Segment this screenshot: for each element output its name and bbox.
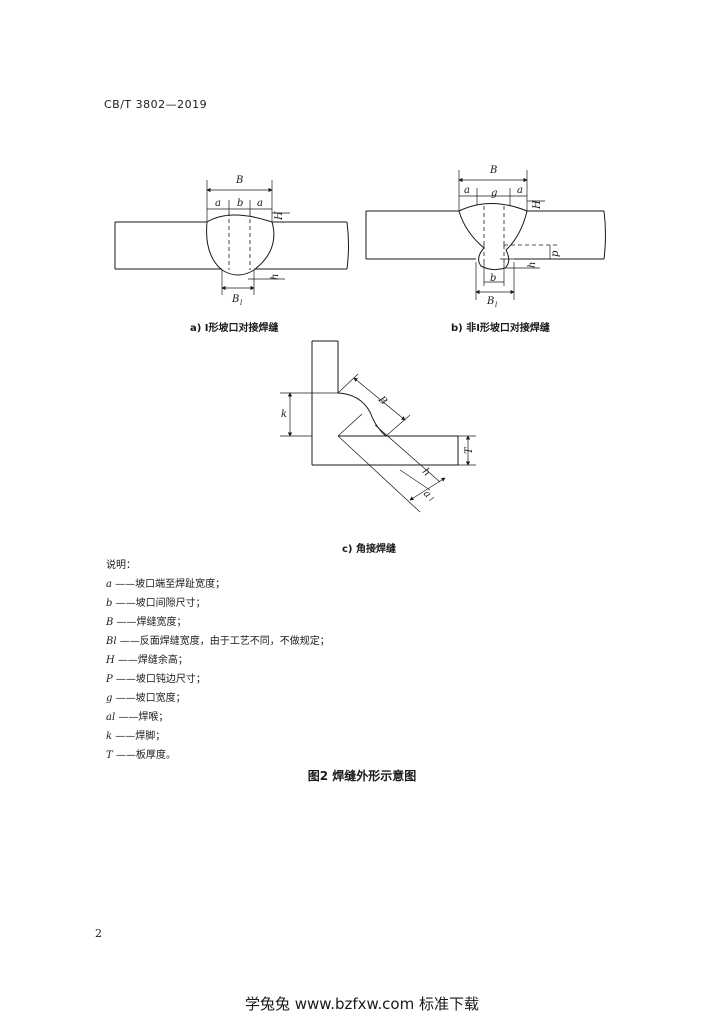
diagram-b-non-i-groove-butt-weld: B a g a b B l H p h xyxy=(365,165,606,309)
svg-text:a: a xyxy=(464,185,470,196)
label-T: T xyxy=(464,446,475,454)
label-B-b: B xyxy=(489,165,497,176)
legend-item: al ——焊喉； xyxy=(106,712,169,723)
legend-item: b ——坡口间隙尺寸； xyxy=(106,598,206,609)
caption-a: a) I形坡口对接焊缝 xyxy=(190,323,279,334)
watermark: 学兔兔 www.bzfxw.com 标准下载 xyxy=(245,995,479,1013)
svg-text:a: a xyxy=(517,185,523,196)
svg-text:a: a xyxy=(215,198,221,209)
document-header: CB/T 3802—2019 xyxy=(104,98,208,111)
legend: 说明： a ——坡口端至焊趾宽度； b ——坡口间隙尺寸； B ——焊缝宽度； … xyxy=(106,556,330,765)
legend-item: g ——坡口宽度； xyxy=(106,693,186,704)
label-k: k xyxy=(281,409,287,420)
legend-title: 说明： xyxy=(106,560,136,571)
weld-bead-outline xyxy=(458,203,528,271)
svg-text:l: l xyxy=(240,299,242,307)
label-h-c: h xyxy=(420,466,432,478)
page-number: 2 xyxy=(95,927,102,940)
label-h-b: h xyxy=(527,262,538,268)
legend-item: a ——坡口端至焊趾宽度； xyxy=(106,579,226,590)
legend-item: B ——焊缝宽度； xyxy=(106,617,187,628)
legend-item: Bl ——反面焊缝宽度，由于工艺不同，不做规定； xyxy=(106,636,330,647)
label-H-b: H xyxy=(532,200,543,210)
label-B1-a: B xyxy=(231,294,239,305)
svg-text:b: b xyxy=(237,198,243,209)
svg-text:a: a xyxy=(257,198,263,209)
figure-title: 图2 焊缝外形示意图 xyxy=(307,769,417,783)
caption-c: c) 角接焊缝 xyxy=(342,544,396,555)
diagram-a-i-groove-butt-weld: B a b a B l H h xyxy=(114,175,349,307)
legend-item: H ——焊缝余高； xyxy=(106,655,188,666)
caption-b: b) 非I形坡口对接焊缝 xyxy=(451,323,550,334)
label-h-a: h xyxy=(270,274,281,280)
diagram-c-fillet-weld: k T B h a l xyxy=(280,340,476,513)
svg-text:g: g xyxy=(491,188,497,199)
label-H-a: H xyxy=(274,211,285,221)
label-B1-b: B xyxy=(486,296,494,307)
legend-item: k ——焊脚； xyxy=(106,731,166,742)
svg-text:l: l xyxy=(428,496,435,503)
legend-item: P ——坡口钝边尺寸； xyxy=(106,674,206,685)
legend-item: T ——板厚度。 xyxy=(106,750,176,761)
weld-bead-outline xyxy=(206,214,275,276)
label-p-b: p xyxy=(550,250,561,257)
svg-text:l: l xyxy=(495,301,497,309)
svg-text:b: b xyxy=(490,273,496,284)
label-B-a: B xyxy=(235,175,243,186)
